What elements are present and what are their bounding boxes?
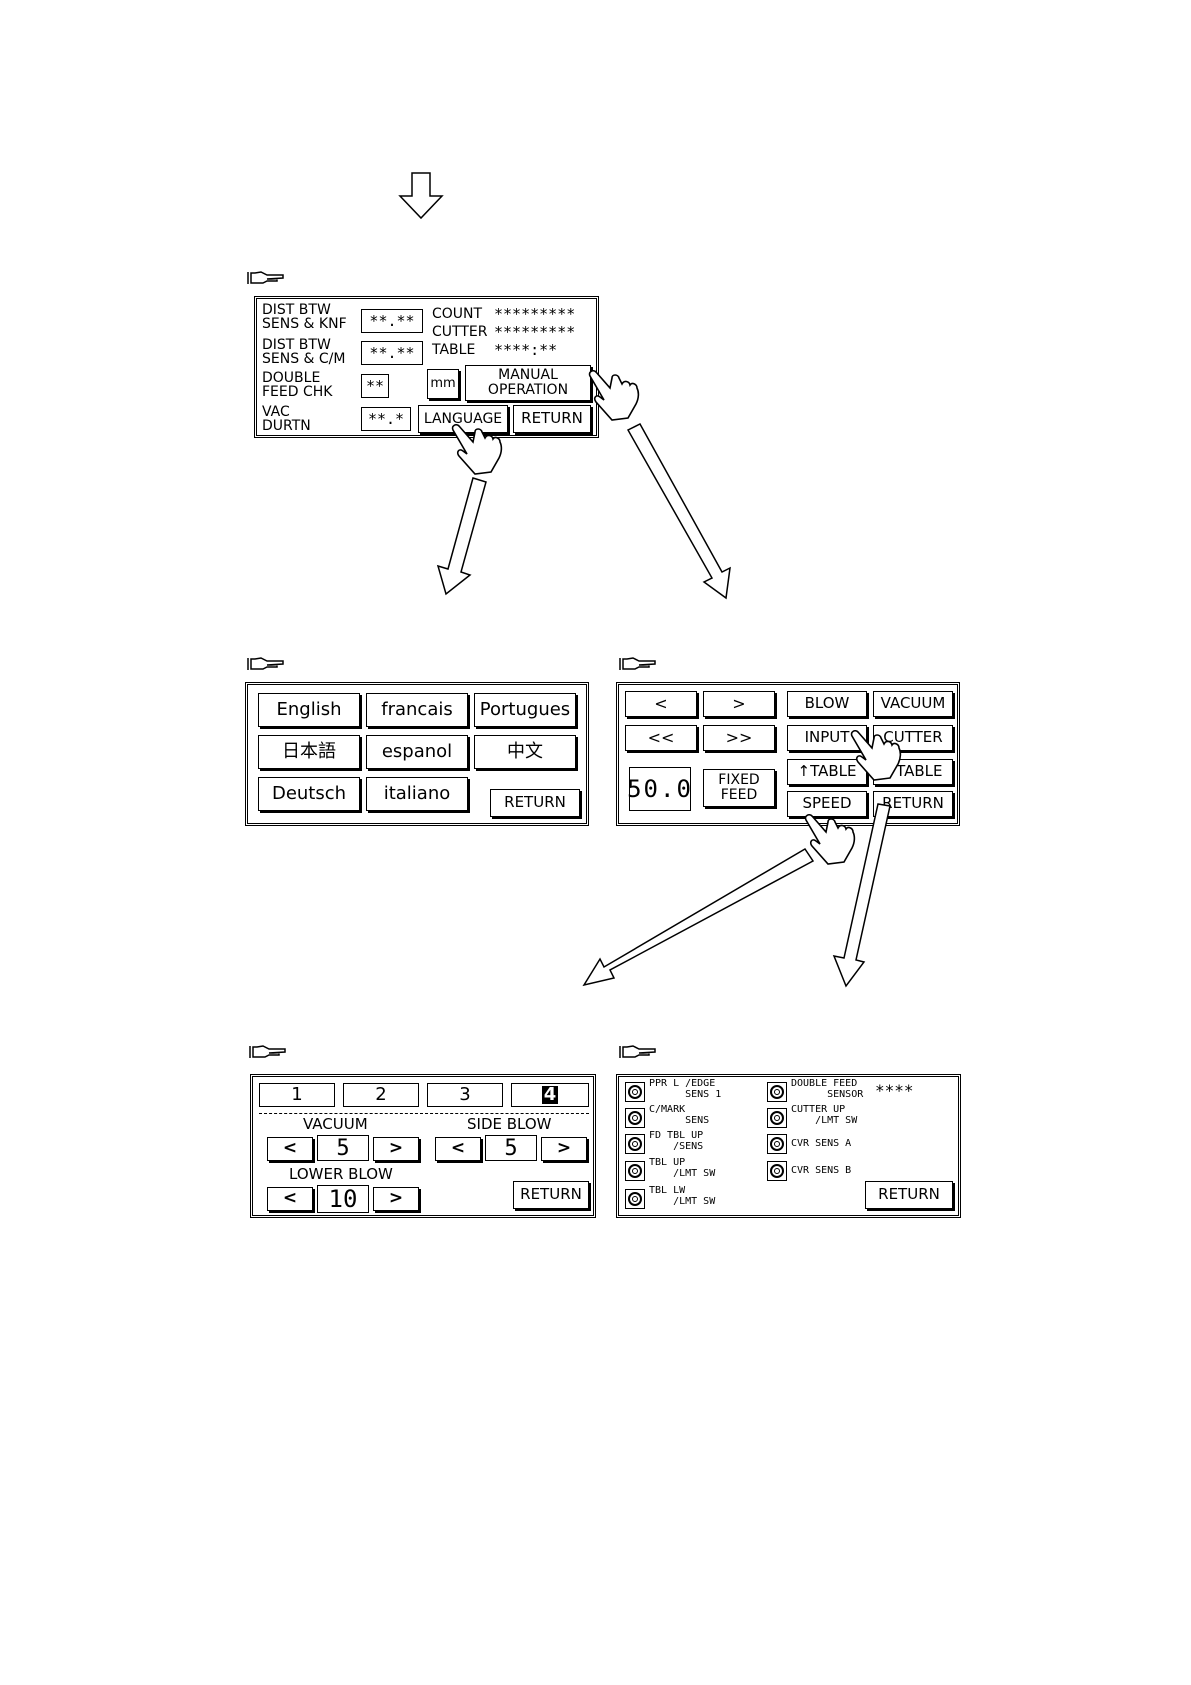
side-blow-label: SIDE BLOW: [467, 1115, 552, 1133]
flow-arrow-icon: [626, 423, 731, 600]
main-settings-screen: DIST BTW SENS & KNF DIST BTW SENS & C/M …: [254, 296, 599, 438]
dist-sens-knife-label: DIST BTW SENS & KNF: [262, 302, 347, 332]
vacuum-value: 5: [317, 1135, 369, 1161]
manual-operation-button[interactable]: MANUAL OPERATION: [465, 365, 591, 401]
touch-hand-icon: [451, 423, 503, 475]
lower-blow-value: 10: [317, 1185, 369, 1213]
cutter-count-label: CUTTER: [432, 324, 488, 340]
sensor-lamp-icon: [767, 1134, 787, 1154]
tab-divider: [259, 1113, 589, 1114]
sensor-double-feed-label: DOUBLE FEED SENSOR: [791, 1078, 864, 1100]
sensor-table-lower-label: TBL LW /LMT SW: [649, 1185, 716, 1207]
language-button[interactable]: LANGUAGE: [418, 405, 508, 433]
speed-tab-1[interactable]: 1: [259, 1083, 335, 1107]
sensor-lamp-icon: [767, 1082, 787, 1102]
language-english-button[interactable]: English: [258, 693, 360, 727]
vacuum-button[interactable]: VACUUM: [873, 691, 953, 717]
side-blow-decrease-button[interactable]: <: [435, 1137, 481, 1161]
fast-forward-button[interactable]: >>: [703, 725, 775, 751]
language-spanish-button[interactable]: espanol: [366, 735, 468, 769]
vacuum-decrease-button[interactable]: <: [267, 1137, 313, 1161]
pointing-hand-icon: [619, 1045, 656, 1058]
double-feed-check-label: DOUBLE FEED CHK: [262, 370, 333, 400]
input-return-button[interactable]: RETURN: [865, 1181, 953, 1209]
dist-sens-cmark-label: DIST BTW SENS & C/M: [262, 337, 346, 367]
mm-unit-button[interactable]: mm: [427, 369, 459, 399]
vacuum-label: VACUUM: [303, 1115, 368, 1133]
language-japanese-button[interactable]: 日本語: [258, 735, 360, 769]
language-screen: English francais Portugues 日本語 espanol 中…: [245, 682, 589, 826]
vac-duration-field[interactable]: **.*: [361, 407, 411, 431]
side-blow-increase-button[interactable]: >: [541, 1137, 587, 1161]
speed-screen: 1 2 3 4 VACUUM SIDE BLOW < 5 > < 5 > LOW…: [250, 1074, 596, 1218]
language-german-button[interactable]: Deutsch: [258, 777, 360, 811]
table-up-button[interactable]: ↑TABLE: [787, 759, 867, 785]
flow-arrow-icon: [436, 477, 487, 596]
sensor-cutter-up-label: CUTTER UP /LMT SW: [791, 1104, 858, 1126]
hollow-down-arrow-icon: [398, 172, 444, 220]
step-forward-button[interactable]: >: [703, 691, 775, 717]
sensor-feed-table-up-label: FD TBL UP /SENS: [649, 1130, 704, 1152]
sensor-lamp-icon: [767, 1108, 787, 1128]
speed-return-button[interactable]: RETURN: [513, 1181, 589, 1209]
feed-value-display: 50.0: [627, 767, 691, 811]
flow-arrow-icon: [832, 803, 891, 988]
table-count-value: ****:**: [494, 341, 558, 359]
speed-tab-2[interactable]: 2: [343, 1083, 419, 1107]
vac-duration-label: VAC DURTN: [262, 404, 311, 434]
lower-blow-decrease-button[interactable]: <: [267, 1187, 313, 1211]
language-chinese-button[interactable]: 中文: [474, 735, 576, 769]
side-blow-value: 5: [485, 1135, 537, 1161]
speed-tab-4-label: 4: [541, 1083, 559, 1105]
language-portuguese-button[interactable]: Portugues: [474, 693, 576, 727]
double-feed-check-field[interactable]: **: [361, 374, 389, 398]
sensor-cover-a-label: CVR SENS A: [791, 1138, 852, 1149]
touch-hand-icon: [850, 729, 902, 781]
count-value: *********: [494, 305, 576, 323]
sensor-cmark-label: C/MARK SENS: [649, 1104, 710, 1126]
sensor-table-up-label: TBL UP /LMT SW: [649, 1157, 716, 1179]
speed-tab-4[interactable]: 4: [511, 1083, 589, 1107]
count-label: COUNT: [432, 306, 483, 322]
blow-button[interactable]: BLOW: [787, 691, 867, 717]
speed-tab-3[interactable]: 3: [427, 1083, 503, 1107]
flow-arrow-icon: [582, 847, 815, 987]
fast-back-button[interactable]: <<: [625, 725, 697, 751]
language-return-button[interactable]: RETURN: [490, 789, 580, 817]
lower-blow-increase-button[interactable]: >: [373, 1187, 419, 1211]
sensor-lamp-icon: [625, 1108, 645, 1128]
vacuum-increase-button[interactable]: >: [373, 1137, 419, 1161]
sensor-lamp-icon: [625, 1189, 645, 1209]
dist-sens-knife-field[interactable]: **.**: [361, 309, 423, 333]
sensor-ppr-edge-label: PPR L /EDGE SENS 1: [649, 1078, 722, 1100]
cutter-count-value: *********: [494, 323, 576, 341]
step-back-button[interactable]: <: [625, 691, 697, 717]
lower-blow-label: LOWER BLOW: [289, 1165, 393, 1183]
sensor-lamp-icon: [767, 1161, 787, 1181]
manual-operation-screen: < > << >> BLOW VACUUM INPUT CUTTER ↑TABL…: [616, 682, 960, 826]
sensor-lamp-icon: [625, 1161, 645, 1181]
pointing-hand-icon: [619, 657, 656, 670]
sensor-lamp-icon: [625, 1134, 645, 1154]
sensor-cover-b-label: CVR SENS B: [791, 1165, 852, 1176]
touch-hand-icon: [588, 369, 640, 421]
fixed-feed-button[interactable]: FIXED FEED: [703, 769, 775, 807]
sensor-lamp-icon: [625, 1082, 645, 1102]
pointing-hand-icon: [247, 657, 284, 670]
touch-hand-icon: [804, 813, 856, 865]
speed-button[interactable]: SPEED: [787, 791, 867, 817]
language-italian-button[interactable]: italiano: [366, 777, 468, 811]
main-return-button[interactable]: RETURN: [513, 405, 591, 433]
pointing-hand-icon: [247, 271, 284, 284]
pointing-hand-icon: [249, 1045, 286, 1058]
double-feed-value: ****: [875, 1081, 914, 1100]
dist-sens-cmark-field[interactable]: **.**: [361, 341, 423, 365]
language-french-button[interactable]: francais: [366, 693, 468, 727]
input-sensor-screen: PPR L /EDGE SENS 1 C/MARK SENS FD TBL UP…: [616, 1074, 961, 1218]
table-count-label: TABLE: [432, 342, 476, 358]
